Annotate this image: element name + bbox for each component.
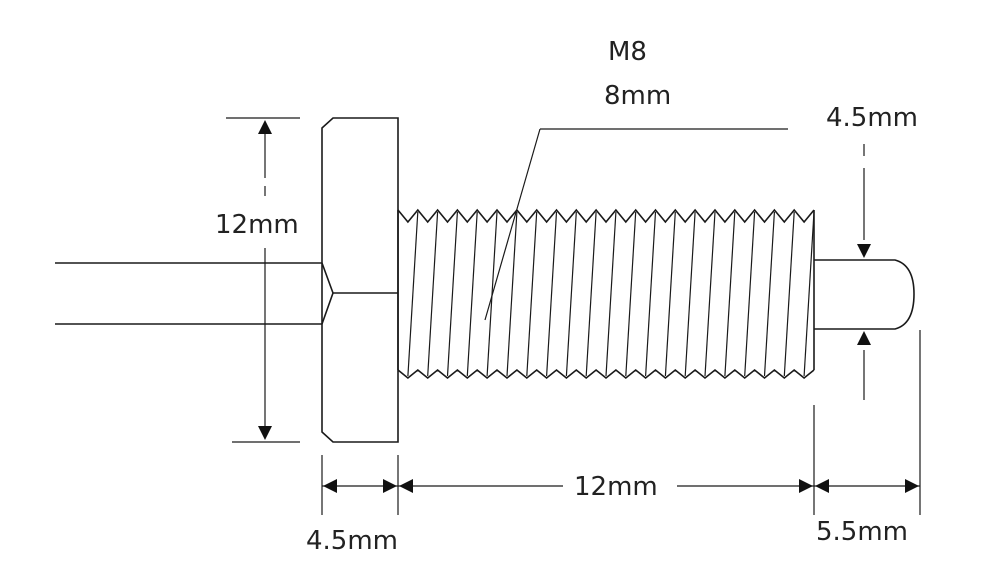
thread-helix-line [427, 211, 439, 377]
thread-helix-line [744, 211, 756, 377]
thread-helix-line [506, 211, 518, 377]
thread-helix-line [446, 211, 458, 377]
head-height-dimension [226, 117, 300, 443]
thread-helix-line [684, 211, 696, 377]
thread-helix-line [664, 211, 676, 377]
thread-helix-line [407, 211, 419, 377]
thread-length-label: 12mm [574, 472, 658, 502]
pin-tip [814, 259, 915, 330]
thread-helix-line [724, 211, 736, 377]
thread-helix-line [763, 211, 775, 377]
head-height-label: 12mm [215, 210, 299, 240]
thread-leader-line [484, 128, 788, 321]
thread-diameter-label: 8mm [604, 81, 671, 111]
thread-helix-line [783, 211, 795, 377]
thread-helix-line [585, 211, 597, 377]
threaded-body [397, 208, 815, 380]
pin-length-label: 5.5mm [816, 517, 908, 547]
head-width-dimension [321, 455, 399, 515]
pin-length-dimension [814, 330, 921, 515]
thread-helix-line [704, 211, 716, 377]
pin-diameter-label: 4.5mm [826, 103, 918, 133]
thread-helix-line [565, 211, 577, 377]
thread-helix-line [466, 211, 478, 377]
thread-helix-line [625, 211, 637, 377]
thread-helix-line [803, 211, 815, 377]
thread-name-label: M8 [608, 37, 647, 67]
pin-diameter-dimension [857, 144, 871, 400]
thread-helix-line [645, 211, 657, 377]
thread-helix-line [546, 211, 558, 377]
shank [55, 262, 322, 325]
thread-helix-line [605, 211, 617, 377]
thread-length-dimension [398, 405, 815, 515]
head-width-label: 4.5mm [306, 526, 398, 556]
thread-helix-line [526, 211, 538, 377]
bolt-head [321, 117, 399, 443]
